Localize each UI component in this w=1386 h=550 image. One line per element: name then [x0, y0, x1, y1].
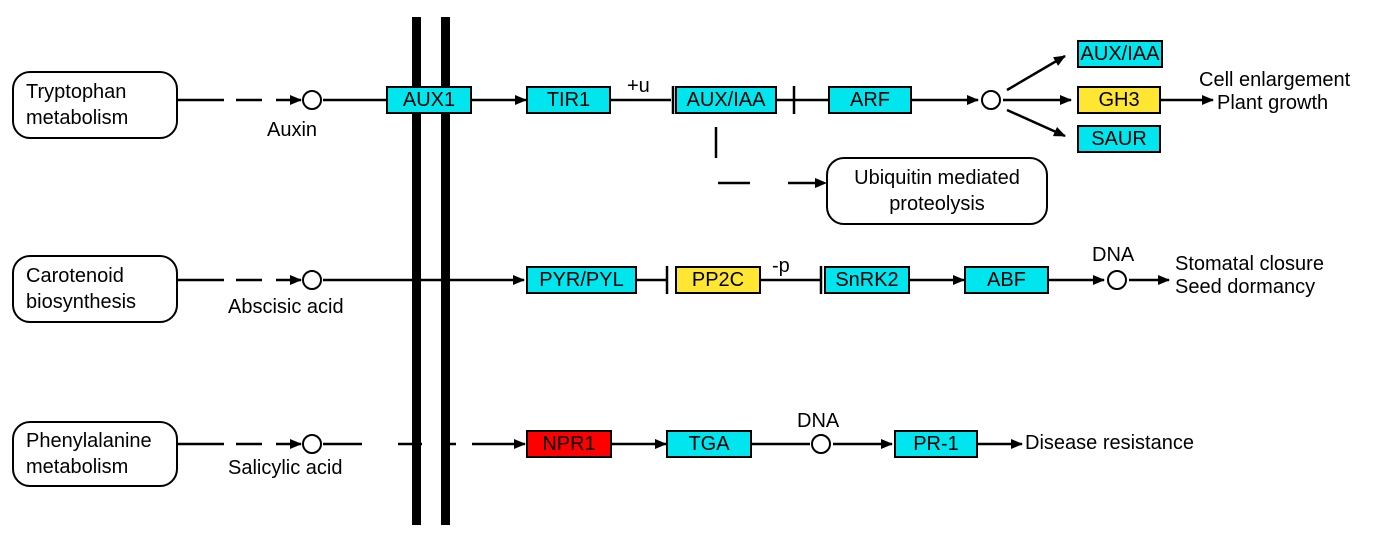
branch-node — [981, 90, 1001, 110]
compound-dna-label-2: DNA — [797, 410, 840, 432]
gene-aux-iaa-target[interactable]: AUX/IAA — [1077, 40, 1163, 68]
pathway-carotenoid-biosynthesis[interactable]: Carotenoid biosynthesis — [12, 255, 178, 323]
compound-dna-node-2[interactable] — [811, 434, 831, 454]
pathway-label-line1: Ubiquitin mediated — [854, 167, 1020, 189]
compound-dna-label-1: DNA — [1092, 244, 1135, 266]
pathway-label-line1: Carotenoid — [26, 265, 124, 287]
pathway-label-line2: proteolysis — [889, 193, 985, 215]
gene-pr1[interactable]: PR-1 — [894, 430, 978, 458]
gene-snrk2[interactable]: SnRK2 — [824, 266, 910, 294]
edge-node-saur — [1006, 108, 1066, 138]
gene-pp2c[interactable]: PP2C — [675, 266, 761, 294]
compound-abscisic-acid-label: Abscisic acid — [228, 296, 344, 318]
gene-tga[interactable]: TGA — [666, 430, 752, 458]
gene-abf[interactable]: ABF — [964, 266, 1049, 294]
gene-aux-iaa[interactable]: AUX/IAA — [675, 86, 777, 114]
pathway-tryptophan-metabolism[interactable]: Tryptophan metabolism — [12, 71, 178, 139]
gene-npr1[interactable]: NPR1 — [526, 430, 612, 458]
outcome-cell-enlargement: Cell enlargement — [1199, 69, 1351, 91]
compound-auxin-label: Auxin — [267, 119, 318, 141]
gene-saur[interactable]: SAUR — [1077, 125, 1161, 153]
membrane-bar-right — [441, 17, 450, 525]
outcome-plant-growth: Plant growth — [1217, 92, 1329, 114]
compound-abscisic-acid-node[interactable] — [302, 270, 322, 290]
relation-phosphorylation-label: -p — [772, 255, 790, 277]
gene-pyr-pyl[interactable]: PYR/PYL — [526, 266, 637, 294]
gene-gh3[interactable]: GH3 — [1077, 86, 1161, 114]
pathway-ubiquitin-mediated-proteolysis[interactable]: Ubiquitin mediated proteolysis — [826, 157, 1048, 225]
pathway-label-line2: metabolism — [26, 107, 129, 129]
compound-dna-node-1[interactable] — [1107, 270, 1127, 290]
compound-salicylic-acid-label: Salicylic acid — [228, 457, 343, 479]
edge-node-auxiaa-out — [1006, 54, 1066, 92]
gene-aux1[interactable]: AUX1 — [386, 86, 472, 114]
outcome-disease-resistance: Disease resistance — [1025, 432, 1194, 454]
relation-ubiquitination-label: +u — [627, 75, 650, 97]
compound-salicylic-acid-node[interactable] — [302, 434, 322, 454]
compound-auxin-node[interactable] — [302, 90, 322, 110]
gene-arf[interactable]: ARF — [828, 86, 912, 114]
pathway-label-line2: biosynthesis — [26, 291, 137, 313]
membrane-bar-left — [412, 17, 421, 525]
outcome-seed-dormancy: Seed dormancy — [1175, 276, 1316, 298]
pathway-label-line1: Phenylalanine — [26, 430, 152, 452]
outcome-stomatal-closure: Stomatal closure — [1175, 253, 1324, 275]
pathway-label-line1: Tryptophan — [26, 81, 127, 103]
pathway-label-line2: metabolism — [26, 456, 129, 478]
pathway-phenylalanine-metabolism[interactable]: Phenylalanine metabolism — [12, 421, 178, 487]
gene-tir1[interactable]: TIR1 — [526, 86, 611, 114]
